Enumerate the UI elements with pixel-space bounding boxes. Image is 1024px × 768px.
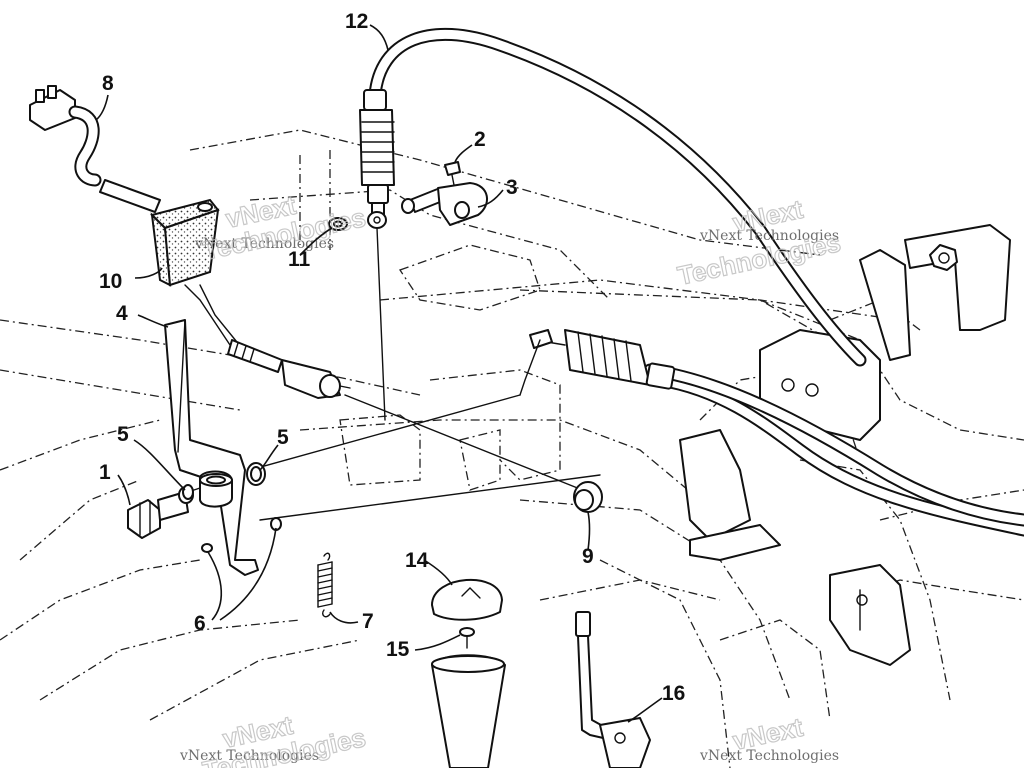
screw-15 <box>459 627 475 649</box>
shift-lever-4 <box>164 319 259 576</box>
callout-labels: 12 2 3 8 10 11 4 5 5 1 6 7 9 14 15 16 <box>99 10 685 705</box>
callout-15: 15 <box>386 638 410 661</box>
linkage-rods <box>249 394 601 521</box>
shift-knob-base <box>431 654 506 768</box>
watermark-d-line: vNext Technologies <box>699 748 839 764</box>
callout-14: 14 <box>405 549 429 572</box>
clips-6 <box>201 517 282 553</box>
callout-10: 10 <box>99 270 122 293</box>
callout-7: 7 <box>362 610 374 633</box>
callout-6: 6 <box>194 612 206 635</box>
watermark-b-line: vNext Technologies <box>699 228 839 244</box>
watermarks: vNext vNext Technologies Technologies vN… <box>179 189 844 768</box>
callout-5-left: 5 <box>117 423 129 446</box>
leader-lines <box>95 24 663 723</box>
callout-5-right: 5 <box>277 426 289 449</box>
callout-3: 3 <box>506 176 518 199</box>
throttle-cable-12 <box>359 27 867 421</box>
callout-16: 16 <box>662 682 685 705</box>
callout-9: 9 <box>582 545 594 568</box>
watermark-c-line: vNext Technologies <box>179 748 319 764</box>
wire-connector-8 <box>29 85 161 213</box>
cable-lower <box>519 329 1024 537</box>
callout-12: 12 <box>345 10 368 33</box>
watermark-a-line: vNext Technologies <box>194 236 334 252</box>
callout-4: 4 <box>116 302 128 325</box>
rod-16 <box>575 611 651 768</box>
knob-14 <box>431 579 503 621</box>
callout-11: 11 <box>288 248 311 271</box>
hardware-2-3-11 <box>328 161 488 231</box>
callout-8: 8 <box>102 72 114 95</box>
callout-1: 1 <box>99 461 111 484</box>
callout-2: 2 <box>474 128 486 151</box>
grommet-9 <box>573 481 603 513</box>
switch-block-10 <box>150 198 351 399</box>
spring-7 <box>317 552 333 618</box>
